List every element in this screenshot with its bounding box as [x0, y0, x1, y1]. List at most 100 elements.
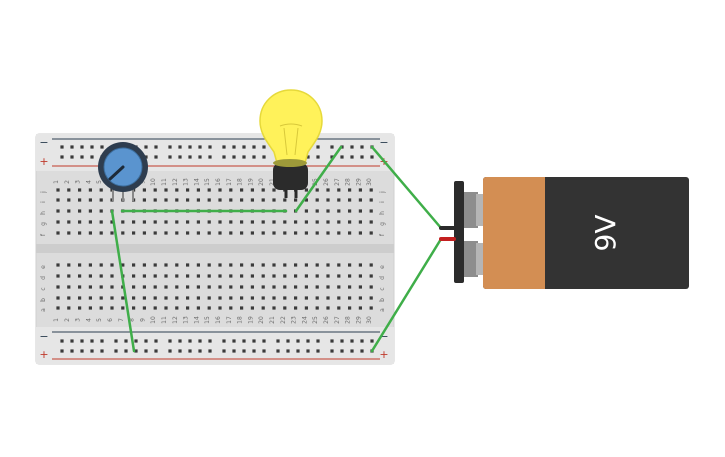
breadboard-hole[interactable]	[261, 220, 265, 224]
breadboard-hole[interactable]	[207, 188, 211, 192]
rail-hole[interactable]	[232, 339, 236, 343]
rail-hole[interactable]	[178, 155, 182, 159]
breadboard-hole[interactable]	[369, 306, 373, 310]
breadboard-hole[interactable]	[196, 306, 200, 310]
rail-hole[interactable]	[80, 349, 84, 353]
breadboard-hole[interactable]	[261, 296, 265, 300]
breadboard-hole[interactable]	[78, 198, 82, 202]
breadboard-hole[interactable]	[326, 231, 330, 235]
rail-hole[interactable]	[316, 155, 320, 159]
breadboard-hole[interactable]	[56, 198, 60, 202]
breadboard-hole[interactable]	[142, 285, 146, 289]
breadboard-hole[interactable]	[315, 296, 319, 300]
breadboard-hole[interactable]	[88, 274, 92, 278]
breadboard-hole[interactable]	[358, 274, 362, 278]
breadboard-hole[interactable]	[229, 285, 233, 289]
breadboard-hole[interactable]	[121, 231, 125, 235]
breadboard-hole[interactable]	[358, 306, 362, 310]
breadboard-hole[interactable]	[153, 306, 157, 310]
breadboard-hole[interactable]	[240, 231, 244, 235]
breadboard-hole[interactable]	[99, 306, 103, 310]
breadboard-hole[interactable]	[218, 198, 222, 202]
breadboard-hole[interactable]	[99, 220, 103, 224]
breadboard-hole[interactable]	[315, 263, 319, 267]
breadboard-hole[interactable]	[88, 209, 92, 213]
breadboard-hole[interactable]	[207, 263, 211, 267]
breadboard-hole[interactable]	[294, 285, 298, 289]
wires[interactable]	[110, 145, 443, 353]
breadboard-hole[interactable]	[164, 306, 168, 310]
rail-hole[interactable]	[114, 339, 118, 343]
breadboard-hole[interactable]	[337, 231, 341, 235]
breadboard-hole[interactable]	[121, 296, 125, 300]
rail-hole[interactable]	[360, 349, 364, 353]
rail-hole[interactable]	[252, 145, 256, 149]
breadboard-hole[interactable]	[153, 220, 157, 224]
breadboard-hole[interactable]	[369, 285, 373, 289]
rail-hole[interactable]	[178, 145, 182, 149]
breadboard-hole[interactable]	[326, 188, 330, 192]
breadboard-hole[interactable]	[348, 220, 352, 224]
breadboard-hole[interactable]	[304, 263, 308, 267]
breadboard-hole[interactable]	[337, 306, 341, 310]
breadboard-hole[interactable]	[132, 231, 136, 235]
rail-hole[interactable]	[144, 155, 148, 159]
breadboard-hole[interactable]	[348, 296, 352, 300]
breadboard-hole[interactable]	[304, 285, 308, 289]
breadboard-hole[interactable]	[67, 188, 71, 192]
breadboard-hole[interactable]	[56, 296, 60, 300]
breadboard-hole[interactable]	[304, 209, 308, 213]
breadboard-hole[interactable]	[78, 188, 82, 192]
rail-hole[interactable]	[222, 349, 226, 353]
rail-hole[interactable]	[60, 145, 64, 149]
breadboard-hole[interactable]	[175, 220, 179, 224]
breadboard-hole[interactable]	[294, 198, 298, 202]
breadboard-hole[interactable]	[326, 198, 330, 202]
rail-hole[interactable]	[330, 339, 334, 343]
rail-hole[interactable]	[242, 349, 246, 353]
rail-hole[interactable]	[232, 155, 236, 159]
breadboard-hole[interactable]	[175, 198, 179, 202]
rail-hole[interactable]	[262, 155, 266, 159]
breadboard-hole[interactable]	[283, 306, 287, 310]
rail-hole[interactable]	[90, 339, 94, 343]
breadboard-hole[interactable]	[99, 263, 103, 267]
breadboard-hole[interactable]	[261, 274, 265, 278]
breadboard-hole[interactable]	[283, 285, 287, 289]
breadboard-hole[interactable]	[337, 188, 341, 192]
breadboard-hole[interactable]	[110, 296, 114, 300]
breadboard-hole[interactable]	[186, 285, 190, 289]
breadboard-hole[interactable]	[99, 198, 103, 202]
breadboard-hole[interactable]	[272, 188, 276, 192]
rail-hole[interactable]	[178, 339, 182, 343]
rail-hole[interactable]	[242, 145, 246, 149]
breadboard-hole[interactable]	[110, 274, 114, 278]
breadboard-hole[interactable]	[67, 285, 71, 289]
rail-hole[interactable]	[188, 155, 192, 159]
breadboard-hole[interactable]	[142, 231, 146, 235]
breadboard-hole[interactable]	[348, 274, 352, 278]
rail-hole[interactable]	[262, 349, 266, 353]
wire-bulb-to-top-rail[interactable]	[294, 145, 343, 213]
rail-hole[interactable]	[242, 155, 246, 159]
breadboard-hole[interactable]	[78, 306, 82, 310]
breadboard-hole[interactable]	[250, 306, 254, 310]
breadboard-hole[interactable]	[56, 263, 60, 267]
rail-hole[interactable]	[134, 339, 138, 343]
breadboard-hole[interactable]	[304, 198, 308, 202]
rail-hole[interactable]	[154, 339, 158, 343]
rail-hole[interactable]	[262, 145, 266, 149]
rail-hole[interactable]	[360, 339, 364, 343]
breadboard-hole[interactable]	[175, 306, 179, 310]
rail-hole[interactable]	[198, 349, 202, 353]
breadboard-hole[interactable]	[132, 263, 136, 267]
rail-hole[interactable]	[100, 145, 104, 149]
breadboard-hole[interactable]	[175, 188, 179, 192]
breadboard-hole[interactable]	[261, 285, 265, 289]
breadboard-hole[interactable]	[261, 198, 265, 202]
breadboard-hole[interactable]	[142, 274, 146, 278]
rail-hole[interactable]	[350, 145, 354, 149]
rail-hole[interactable]	[360, 145, 364, 149]
breadboard-hole[interactable]	[56, 209, 60, 213]
rail-hole[interactable]	[340, 349, 344, 353]
